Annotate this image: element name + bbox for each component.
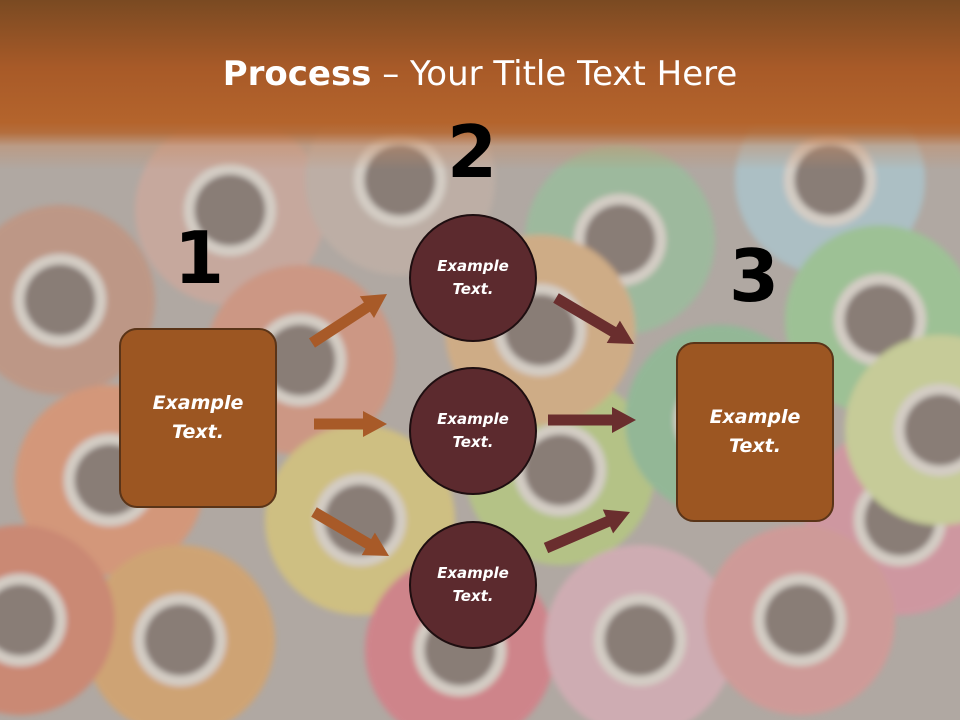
circle-middle-label: Example Text.: [437, 410, 509, 451]
arrow-from-circle-bottom: [543, 509, 630, 554]
circle-top-label: Example Text.: [437, 257, 509, 298]
title-rest: – Your Title Text Here: [371, 54, 738, 94]
spool-hole: [524, 434, 596, 506]
right-box[interactable]: Example Text.: [676, 342, 834, 522]
spool-hole: [24, 264, 96, 336]
circle-bottom[interactable]: Example Text.: [409, 521, 537, 649]
left-box[interactable]: Example Text.: [119, 328, 277, 508]
spool-hole: [584, 204, 656, 276]
left-box-label: Example Text.: [152, 392, 244, 443]
step-number-1: 1: [173, 216, 225, 300]
arrow-to-circle-bottom: [311, 507, 389, 556]
step-number-2: 2: [446, 110, 498, 194]
spool-hole: [604, 604, 676, 676]
arrow-to-circle-top: [309, 294, 387, 348]
spool-hole: [844, 284, 916, 356]
arrow-to-circle-middle: [314, 411, 387, 437]
title-band: [0, 0, 960, 170]
circle-middle[interactable]: Example Text.: [409, 367, 537, 495]
right-box-label: Example Text.: [709, 406, 801, 457]
circle-bottom-label: Example Text.: [437, 564, 509, 605]
slide-title[interactable]: Process – Your Title Text Here: [0, 52, 960, 96]
circle-top[interactable]: Example Text.: [409, 214, 537, 342]
arrow-from-circle-top: [553, 293, 634, 344]
spool-hole: [764, 584, 836, 656]
spool-hole: [194, 174, 266, 246]
spool-hole: [144, 604, 216, 676]
spool-hole: [0, 584, 56, 656]
spool-hole: [904, 394, 960, 466]
arrow-from-circle-middle: [548, 407, 636, 433]
step-number-3: 3: [728, 234, 780, 318]
title-bold: Process: [222, 54, 372, 94]
